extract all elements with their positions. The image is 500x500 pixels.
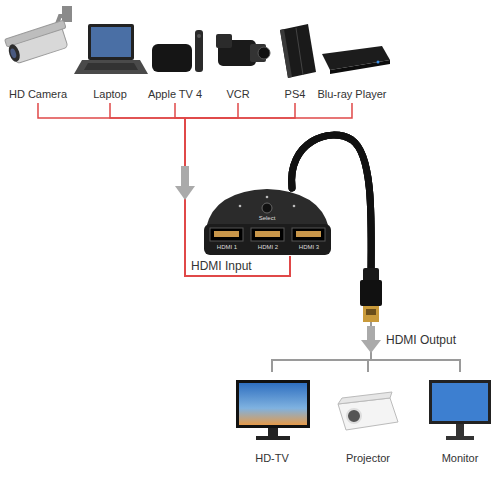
port-contacts	[255, 231, 280, 237]
device-box: VCR	[208, 10, 268, 103]
camcorder-icon	[216, 34, 270, 66]
device-box: HD-TV	[242, 372, 302, 467]
device-box: Apple TV 4	[145, 10, 205, 103]
apple-tv-icon	[152, 30, 203, 72]
device-label: Blu-ray Player	[315, 88, 388, 101]
select-button	[262, 203, 272, 213]
button-label: Select	[259, 215, 276, 222]
device-label: Laptop	[80, 88, 140, 101]
switch-front	[204, 224, 331, 255]
player-icon	[322, 46, 390, 74]
port-contacts	[296, 231, 321, 237]
led	[266, 196, 269, 199]
flow-label: HDMI Output	[386, 333, 456, 347]
monitor-icon	[429, 380, 491, 440]
device-box: PS4	[265, 10, 325, 103]
laptop-icon	[74, 24, 148, 74]
hdmi-port	[210, 228, 243, 241]
hdmi-switch: SelectHDMI 1 HDMI 2 HDMI 3	[200, 188, 335, 256]
port-label: HDMI 3	[299, 244, 319, 251]
switch-top	[206, 189, 329, 228]
device-box: Blu-ray Player	[315, 10, 388, 103]
device-label: HD-TV	[242, 452, 302, 465]
device-label: HD Camera	[7, 88, 69, 101]
device-box: HD Camera	[7, 10, 69, 103]
device-label: Projector	[338, 452, 398, 465]
hdmi-port	[292, 228, 325, 241]
device-label: VCR	[208, 88, 268, 101]
device-label: Apple TV 4	[145, 88, 205, 101]
console-icon	[280, 24, 316, 78]
device-label: PS4	[265, 88, 325, 101]
device-box: Laptop	[80, 10, 140, 103]
flow-arrow	[175, 166, 195, 200]
flow-arrow	[361, 326, 381, 353]
projector-icon	[338, 392, 398, 430]
camera-icon	[5, 6, 72, 65]
connector	[185, 103, 352, 276]
hdmi-output-line	[272, 322, 371, 372]
device-box: Projector	[338, 372, 398, 467]
device-label: Monitor	[430, 452, 490, 465]
hdmi-output-line	[371, 322, 460, 372]
device-box: Monitor	[430, 372, 490, 467]
led	[293, 205, 296, 208]
led	[239, 205, 242, 208]
port-label: HDMI 2	[258, 244, 278, 251]
hdmi-port	[251, 228, 284, 241]
hdmi-input-line	[185, 103, 352, 276]
flow-label: HDMI Input	[191, 259, 252, 273]
tv-icon	[236, 380, 310, 440]
hdmi-plug	[360, 268, 382, 322]
port-label: HDMI 1	[217, 244, 237, 251]
port-contacts	[214, 231, 239, 237]
